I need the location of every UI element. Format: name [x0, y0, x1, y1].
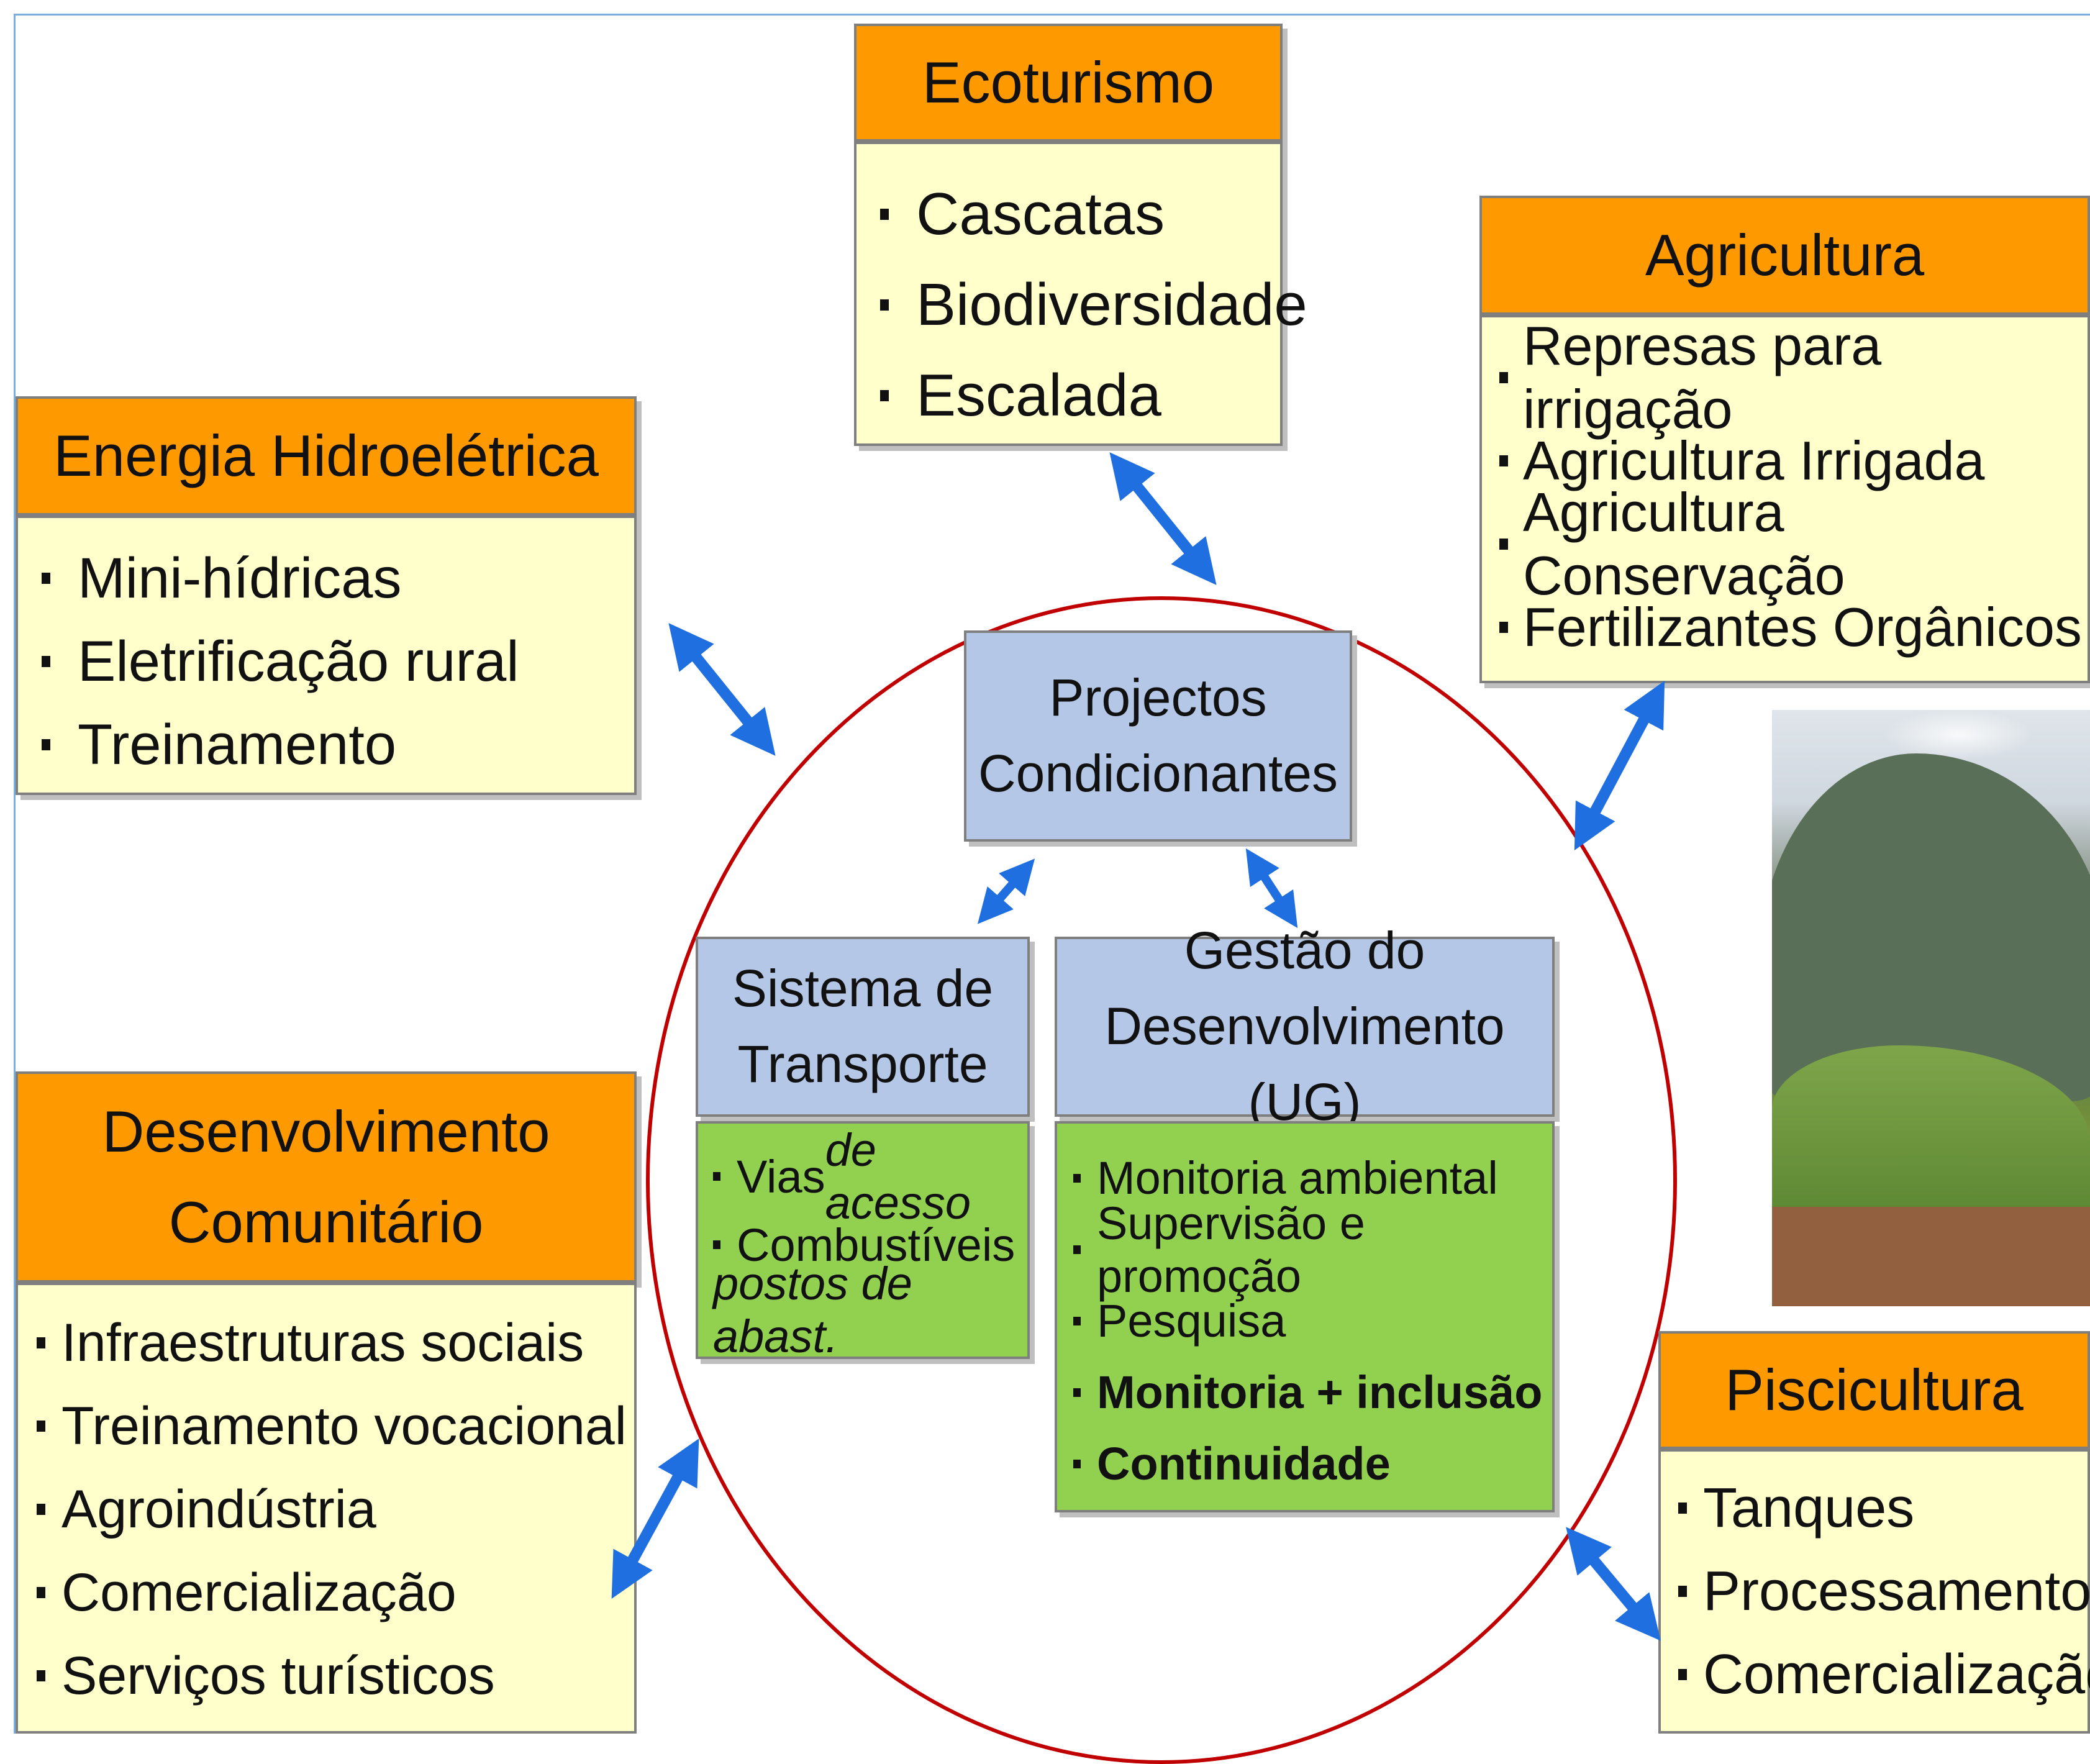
- projectos-line2: Condicionantes: [978, 744, 1338, 802]
- list-item: Fertilizantes Orgânicos: [1499, 586, 2088, 669]
- energia-title: Energia Hidroelétrica: [53, 423, 599, 489]
- list-item: Mini-hídricas: [42, 537, 634, 620]
- list-item: Agricultura Irrigada: [1499, 419, 2088, 502]
- comunitario-header: Desenvolvimento Comunitário: [16, 1071, 637, 1283]
- arrow-piscicultura: [1566, 1527, 1661, 1641]
- list-item: Infraestruturas sociais: [37, 1301, 634, 1384]
- list-item: Combustíveis: [713, 1211, 1027, 1279]
- list-item: Cascatas: [880, 169, 1280, 260]
- list-item: Eletrificação rural: [42, 620, 634, 703]
- list-item: Treinamento: [42, 703, 634, 786]
- list-item: Represas para irrigação: [1499, 315, 2088, 440]
- comunitario-list: Infraestruturas sociais Treinamento voca…: [16, 1283, 637, 1734]
- comunitario-title-line2: Comunitário: [168, 1189, 484, 1255]
- arrow-comunitario: [611, 1439, 699, 1599]
- projectos-box: Projectos Condicionantes: [964, 630, 1352, 842]
- list-item: Pesquisa: [1073, 1285, 1552, 1357]
- energia-header: Energia Hidroelétrica: [16, 396, 637, 516]
- arrow-transporte: [977, 858, 1035, 924]
- comunitario-title-line1: Desenvolvimento: [102, 1099, 550, 1165]
- list-item: Escalada: [880, 350, 1280, 441]
- transporte-box: Sistema de Transporte: [696, 937, 1030, 1117]
- energia-list: Mini-hídricas Eletrificação rural Treina…: [16, 516, 637, 795]
- diagram-frame: [14, 14, 2090, 1734]
- list-item: Tanques: [1678, 1466, 2088, 1550]
- list-item: Serviços turísticos: [37, 1634, 634, 1717]
- list-item: Vias de acesso: [713, 1124, 1027, 1229]
- list-item: Comercialização: [1678, 1633, 2090, 1716]
- ecoturismo-list: Cascatas Biodiversidade Escalada: [854, 142, 1307, 446]
- agricultura-header: Agricultura: [1479, 196, 2090, 315]
- agricultura-list: Represas para irrigação Agricultura Irri…: [1479, 315, 2090, 683]
- gestao-box: Gestão do Desenvolvimento (UG): [1055, 921, 1555, 1131]
- projectos-line1: Projectos: [1049, 668, 1267, 727]
- list-item: Monitoria + inclusão: [1073, 1357, 1552, 1428]
- ecoturismo-title: Ecoturismo: [922, 50, 1215, 116]
- transporte-line1: Sistema de: [732, 959, 994, 1018]
- agricultura-title: Agricultura: [1645, 222, 1925, 288]
- gestao-list: Monitoria ambiental Supervisão e promoçã…: [1055, 1121, 1555, 1512]
- list-item: Monitoria ambiental: [1073, 1142, 1552, 1214]
- list-item: Processamento: [1678, 1550, 2090, 1633]
- arrow-gestao: [1245, 848, 1298, 929]
- gestao-line1: Gestão do: [1184, 921, 1425, 980]
- gestao-line2: Desenvolvimento (UG): [1104, 997, 1505, 1131]
- arrow-ecoturismo: [1109, 452, 1217, 585]
- transporte-line2: Transporte: [737, 1035, 988, 1093]
- ecoturismo-header: Ecoturismo: [854, 24, 1283, 142]
- list-item: Supervisão e promoção: [1073, 1198, 1552, 1302]
- list-item: Treinamento vocacional: [37, 1384, 634, 1468]
- piscicultura-title: Piscicultura: [1725, 1357, 2024, 1423]
- arrow-energia: [668, 623, 776, 756]
- piscicultura-list: Tanques Processamento Comercialização: [1658, 1449, 2090, 1734]
- list-item: Comercialização: [37, 1551, 634, 1634]
- transporte-list: Vias de acesso Combustíveis postos de ab…: [696, 1121, 1030, 1362]
- list-item: Continuidade: [1073, 1428, 1552, 1499]
- landscape-photo: [1772, 710, 2090, 1306]
- list-item: Biodiversidade: [880, 260, 1307, 350]
- arrow-agricultura: [1574, 680, 1665, 851]
- piscicultura-header: Piscicultura: [1658, 1331, 2090, 1449]
- list-item: Agricultura Conservação: [1499, 481, 2088, 606]
- list-item-sub: postos de abast.: [713, 1258, 912, 1362]
- list-item: Agroindústria: [37, 1468, 634, 1551]
